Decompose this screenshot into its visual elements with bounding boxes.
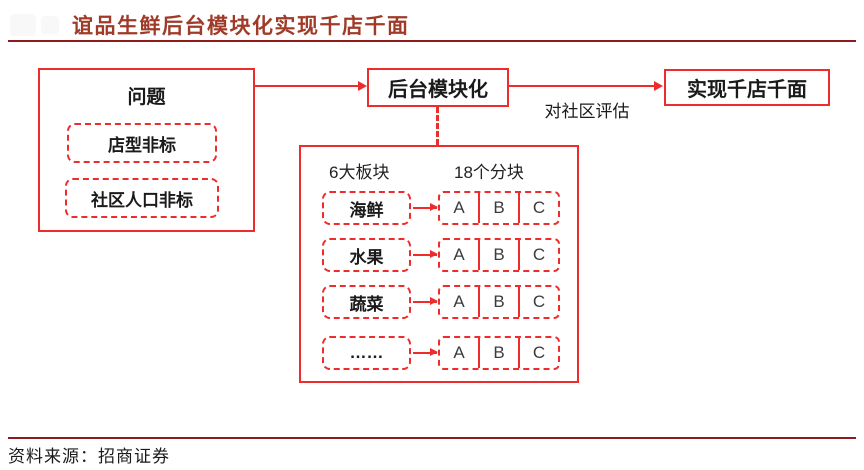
- subblock-cell: A: [453, 343, 465, 362]
- module-row-ellipsis: …… A B C: [322, 336, 560, 370]
- faint-watermark-block: [10, 14, 36, 36]
- subblock-box: A B C: [438, 238, 560, 272]
- subblock-cell: B: [493, 292, 505, 311]
- row-arrow-icon: [413, 348, 438, 356]
- problem-box-title: 问题: [127, 87, 166, 108]
- subblock-cell: C: [532, 292, 546, 311]
- cell-divider: [518, 338, 520, 368]
- subblock-cell: B: [493, 198, 505, 217]
- category-box: 水果: [322, 238, 411, 272]
- subblock-cell: A: [453, 292, 465, 311]
- cell-divider: [478, 287, 480, 317]
- module-row-vegetables: 蔬菜 A B C: [322, 285, 560, 319]
- cell-divider: [518, 287, 520, 317]
- problem-box: 问题 店型非标 社区人口非标: [38, 68, 255, 232]
- module-row-fruit: 水果 A B C: [322, 238, 560, 272]
- arrow-problem-to-backend: [255, 81, 367, 91]
- modules-header-subblocks: 18个分块: [454, 163, 524, 182]
- subblock-cell: B: [493, 343, 505, 362]
- dashed-connector-backend-to-modules: [436, 107, 439, 145]
- faint-watermark-block: [41, 16, 59, 34]
- arrow-backend-to-result: [509, 81, 663, 91]
- row-arrow-icon: [413, 203, 438, 211]
- subblock-box: A B C: [438, 336, 560, 370]
- subblock-cell: B: [493, 245, 505, 264]
- footer-divider-line: [8, 437, 856, 439]
- problem-item-community-population: 社区人口非标: [65, 178, 219, 218]
- cell-divider: [518, 240, 520, 270]
- cell-divider: [518, 193, 520, 223]
- row-arrow-icon: [413, 250, 438, 258]
- subblock-cell: A: [453, 198, 465, 217]
- module-row-seafood: 海鲜 A B C: [322, 191, 560, 225]
- modules-detail-box: 6大板块 18个分块 海鲜 A B C 水果 A B C: [299, 145, 579, 383]
- problem-item-store-type: 店型非标: [67, 123, 217, 163]
- header-divider-line: [8, 40, 856, 42]
- subblock-cell: A: [453, 245, 465, 264]
- subblock-cell: C: [532, 245, 546, 264]
- category-box: ……: [322, 336, 411, 370]
- edge-label-community-evaluation: 对社区评估: [544, 102, 630, 121]
- modules-header-sections: 6大板块: [329, 163, 390, 182]
- source-attribution: 资料来源：招商证券: [8, 447, 170, 466]
- category-box: 蔬菜: [322, 285, 411, 319]
- cell-divider: [478, 193, 480, 223]
- cell-divider: [478, 240, 480, 270]
- subblock-box: A B C: [438, 191, 560, 225]
- subblock-cell: C: [532, 198, 546, 217]
- cell-divider: [478, 338, 480, 368]
- row-arrow-icon: [413, 297, 438, 305]
- category-box: 海鲜: [322, 191, 411, 225]
- subblock-box: A B C: [438, 285, 560, 319]
- result-box: 实现千店千面: [664, 69, 830, 106]
- subblock-cell: C: [532, 343, 546, 362]
- backend-modularization-box: 后台模块化: [367, 68, 509, 107]
- figure-title: 谊品生鲜后台模块化实现千店千面: [72, 14, 410, 38]
